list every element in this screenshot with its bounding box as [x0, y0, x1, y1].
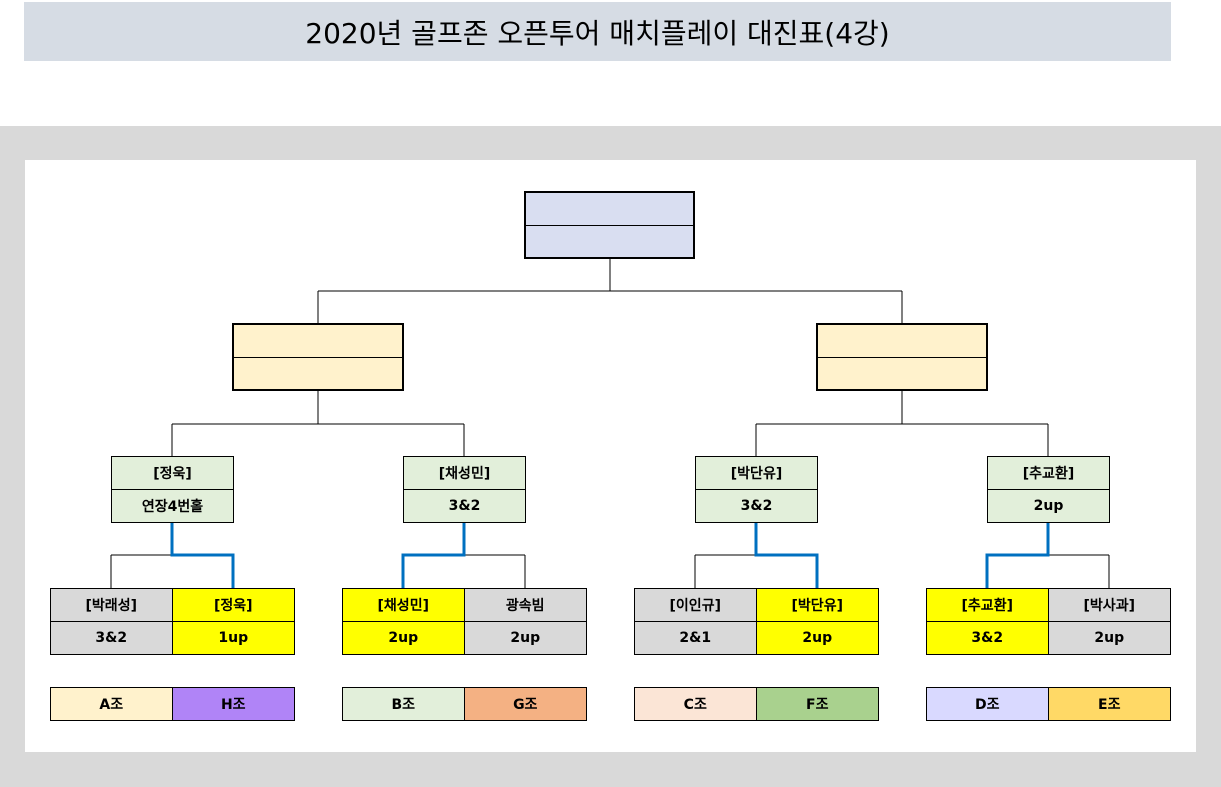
- m3-left-score: 2&1: [635, 621, 757, 654]
- qf-box-2: [채성민] 3&2: [403, 456, 526, 523]
- semi-left-name: [234, 325, 402, 357]
- match-pair-2: [채성민] 광속빔 2up 2up: [342, 588, 587, 655]
- m2-left-score: 2up: [343, 621, 465, 654]
- m3-right-score: 2up: [756, 621, 878, 654]
- m4-right-score: 2up: [1048, 621, 1170, 654]
- m3-right-name: [박단유]: [756, 589, 878, 622]
- match-pair-1: [박래성] [정욱] 3&2 1up: [50, 588, 295, 655]
- final-name: [526, 193, 693, 225]
- m4-left-score: 3&2: [927, 621, 1049, 654]
- qf-4-name: [추교환]: [1022, 466, 1075, 482]
- semi-box-left: [232, 323, 404, 391]
- qf-2-result: 3&2: [404, 489, 525, 522]
- m2-right-score: 2up: [464, 621, 586, 654]
- semi-right-name: [818, 325, 986, 357]
- qf-1-result: 연장4번홀: [112, 489, 233, 522]
- semi-left-result: [234, 356, 402, 390]
- m4-right-name: [박사과]: [1048, 589, 1170, 622]
- bracket-title: 2020년 골프존 오픈투어 매치플레이 대진표(4강): [24, 2, 1171, 61]
- group-row-1: A조 H조: [50, 687, 295, 721]
- m2-right-name: 광속빔: [464, 589, 586, 622]
- m1-left-name: [박래성]: [51, 589, 173, 622]
- match-pair-4: [추교환] [박사과] 3&2 2up: [926, 588, 1171, 655]
- group-row-3: C조 F조: [634, 687, 879, 721]
- qf-box-3: [박단유] 3&2: [695, 456, 818, 523]
- group-a-label: A조: [51, 688, 173, 720]
- m3-left-name: [이인규]: [635, 589, 757, 622]
- qf-2-name: [채성민]: [438, 466, 491, 482]
- m4-left-name: [추교환]: [927, 589, 1049, 622]
- qf-1-name: [정욱]: [153, 466, 192, 482]
- semi-box-right: [816, 323, 988, 391]
- group-c-label: C조: [635, 688, 757, 720]
- qf-box-1: [정욱] 연장4번홀: [111, 456, 234, 523]
- qf-4-result: 2up: [988, 489, 1109, 522]
- group-row-2: B조 G조: [342, 687, 587, 721]
- qf-3-result: 3&2: [696, 489, 817, 522]
- semi-right-result: [818, 356, 986, 390]
- final-box: [524, 191, 695, 259]
- qf-box-4: [추교환] 2up: [987, 456, 1110, 523]
- group-row-4: D조 E조: [926, 687, 1171, 721]
- m1-left-score: 3&2: [51, 621, 173, 654]
- group-b-label: B조: [343, 688, 465, 720]
- qf-3-name: [박단유]: [730, 466, 783, 482]
- m1-right-name: [정욱]: [172, 589, 294, 622]
- group-e-label: E조: [1048, 688, 1170, 720]
- final-result: [526, 224, 693, 258]
- match-pair-3: [이인규] [박단유] 2&1 2up: [634, 588, 879, 655]
- group-f-label: F조: [756, 688, 878, 720]
- m2-left-name: [채성민]: [343, 589, 465, 622]
- group-h-label: H조: [172, 688, 294, 720]
- group-g-label: G조: [464, 688, 586, 720]
- group-d-label: D조: [927, 688, 1049, 720]
- m1-right-score: 1up: [172, 621, 294, 654]
